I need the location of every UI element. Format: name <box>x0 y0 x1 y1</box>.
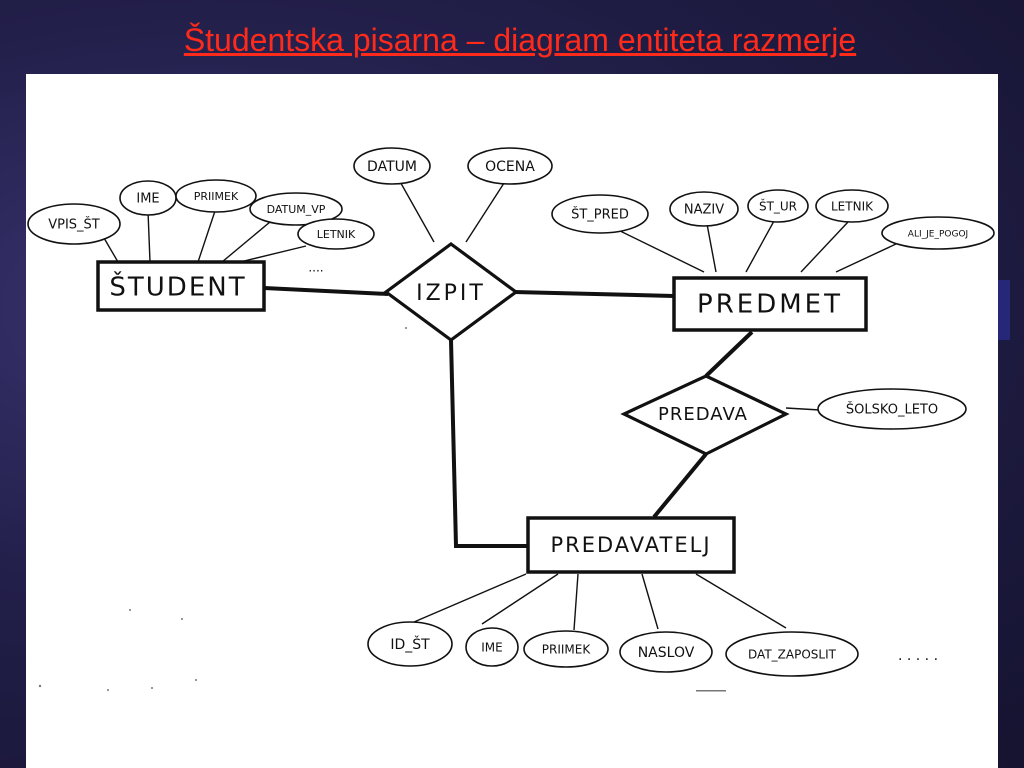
attribute-letnik-predmet-label: LETNIK <box>831 200 874 214</box>
attribute-ali-je-pogoj: ALI_JE_POGOJ <box>881 216 995 250</box>
entity-predmet: PREDMET <box>672 276 868 332</box>
attribute-st-ur-label: ŠT_UR <box>759 199 797 214</box>
entity-student: ŠTUDENT <box>96 260 266 312</box>
scan-specks <box>38 327 726 692</box>
attribute-lines <box>103 177 897 631</box>
diagram-sheet: ŠTUDENT PREDMET PREDAVATELJ IZPIT PREDAV… <box>26 74 998 768</box>
attribute-naslov-label: NASLOV <box>638 645 695 661</box>
line-predava-predavatelj <box>652 452 708 519</box>
attribute-naziv: NAZIV <box>669 191 739 227</box>
attribute-ime-student: IME <box>119 180 177 216</box>
relationship-predava: PREDAVA <box>620 374 790 456</box>
attribute-letnik-student-label: LETNIK <box>317 228 356 241</box>
slide-title: Študentska pisarna – diagram entiteta ra… <box>183 22 857 58</box>
attribute-datum-vp: DATUM_VP <box>249 192 343 226</box>
line-izpit-predmet <box>513 290 675 298</box>
attribute-st-pred: ŠT_PRED <box>551 194 649 234</box>
relationship-izpit-label: IZPIT <box>416 281 486 306</box>
entity-predavatelj: PREDAVATELJ <box>526 516 736 574</box>
attribute-id-st-label: ID_ŠT <box>390 635 430 653</box>
line-izpit-predavatelj <box>449 339 528 548</box>
attribute-ocena: OCENA <box>467 147 553 185</box>
student-more-attributes: .... <box>308 261 323 275</box>
attribute-letnik-student: LETNIK <box>297 218 375 250</box>
attribute-naslov: NASLOV <box>619 631 713 673</box>
attribute-priimek-student-label: PRIIMEK <box>194 190 239 203</box>
attribute-datum-label: DATUM <box>367 159 417 175</box>
line-predmet-predava <box>704 330 754 378</box>
attribute-vpis-st: VPIS_ŠT <box>27 203 121 245</box>
relationship-lines <box>263 286 754 548</box>
attribute-st-pred-label: ŠT_PRED <box>571 207 629 223</box>
attribute-dat-zaposlit-label: DAT_ZAPOSLIT <box>748 648 837 662</box>
relationship-predava-label: PREDAVA <box>658 404 748 425</box>
entity-student-label: ŠTUDENT <box>109 271 246 303</box>
attribute-ime-predavatelj: IME <box>465 627 519 667</box>
attribute-dat-zaposlit: DAT_ZAPOSLIT <box>725 631 859 677</box>
attribute-ime-student-label: IME <box>136 192 159 207</box>
entity-predmet-label: PREDMET <box>697 290 843 320</box>
attribute-letnik-predmet: LETNIK <box>815 189 889 223</box>
attribute-datum: DATUM <box>353 147 431 185</box>
attribute-ocena-label: OCENA <box>485 159 535 175</box>
attribute-id-st: ID_ŠT <box>367 621 453 667</box>
attribute-priimek-student: PRIIMEK <box>175 179 257 213</box>
attribute-priimek-predavatelj-label: PRIIMEK <box>542 643 592 657</box>
attribute-priimek-predavatelj: PRIIMEK <box>523 630 609 668</box>
er-diagram: ŠTUDENT PREDMET PREDAVATELJ IZPIT PREDAV… <box>27 147 995 692</box>
attribute-solsko-leto: ŠOLSKO_LETO <box>817 388 967 430</box>
attribute-datum-vp-label: DATUM_VP <box>267 203 326 216</box>
attribute-naziv-label: NAZIV <box>684 203 724 218</box>
attribute-vpis-st-label: VPIS_ŠT <box>48 217 100 233</box>
predavatelj-more-attributes: . . . . . <box>898 648 938 664</box>
line-student-izpit <box>263 286 389 296</box>
attribute-st-ur: ŠT_UR <box>747 189 809 223</box>
entity-predavatelj-label: PREDAVATELJ <box>550 533 711 557</box>
slide-decoration <box>998 280 1010 340</box>
attribute-solsko-leto-label: ŠOLSKO_LETO <box>846 402 938 418</box>
relationship-izpit: IZPIT <box>383 242 519 342</box>
attribute-ali-je-pogoj-label: ALI_JE_POGOJ <box>908 230 968 240</box>
attribute-ime-predavatelj-label: IME <box>481 641 502 655</box>
